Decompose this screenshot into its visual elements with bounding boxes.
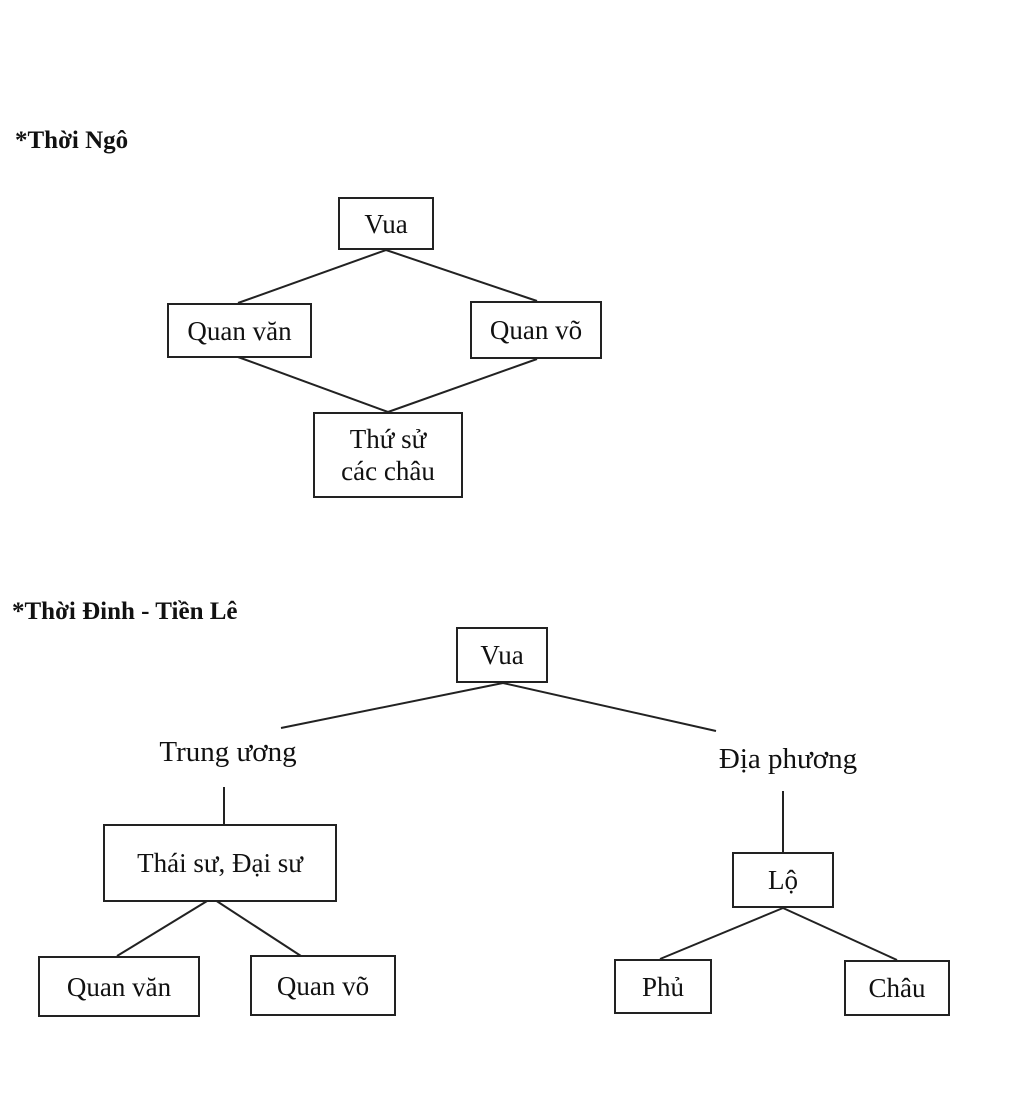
box-king-dinh: Vua: [456, 627, 548, 683]
connector-preceptors-civil: [116, 897, 213, 957]
label-lo: Lộ: [768, 865, 798, 895]
label-phu: Phủ: [641, 971, 685, 1002]
connector-king-central: [280, 682, 504, 729]
connector-military-envoys: [387, 358, 538, 413]
label-military-officials: Quan võ: [276, 970, 370, 1001]
box-military-officials-dinh: Quan võ: [250, 955, 396, 1016]
box-grand-preceptors: Thái sư, Đại sư: [103, 824, 337, 902]
heading-thoi-dinh-tien-le: *Thời Đinh - Tiền Lê: [12, 598, 238, 625]
connector-lo-chau: [782, 907, 898, 961]
box-chau: Châu: [844, 960, 950, 1016]
label-provincial-envoys-line1: Thứ sử: [349, 424, 427, 454]
label-local: Địa phương: [718, 743, 858, 775]
label-civil-officials: Quan văn: [66, 971, 172, 1002]
box-provincial-envoys-ngo: Thứ sử các châu: [313, 412, 463, 498]
label-provincial-envoys-line2: các châu: [341, 456, 435, 486]
box-civil-officials-ngo: Quan văn: [167, 303, 312, 358]
connector-preceptors-military: [211, 897, 302, 957]
box-lo: Lộ: [732, 852, 834, 908]
connector-king-civil: [237, 249, 387, 304]
connector-king-local: [502, 682, 717, 732]
label-king: Vua: [480, 640, 524, 670]
label-military-officials: Quan võ: [489, 315, 583, 345]
label-grand-preceptors: Thái sư, Đại sư: [137, 848, 303, 878]
box-phu: Phủ: [614, 959, 712, 1014]
connector-king-military: [385, 249, 538, 302]
heading-thoi-ngo: *Thời Ngô: [15, 127, 129, 154]
label-chau: Châu: [868, 973, 926, 1003]
box-military-officials-ngo: Quan võ: [470, 301, 602, 359]
label-king: Vua: [364, 208, 408, 239]
box-civil-officials-dinh: Quan văn: [38, 956, 200, 1017]
box-king-ngo: Vua: [338, 197, 434, 250]
connector-civil-envoys: [237, 356, 389, 413]
connector-lo-phu: [659, 907, 784, 960]
label-civil-officials: Quan văn: [187, 315, 292, 346]
label-central: Trung ương: [159, 736, 297, 768]
